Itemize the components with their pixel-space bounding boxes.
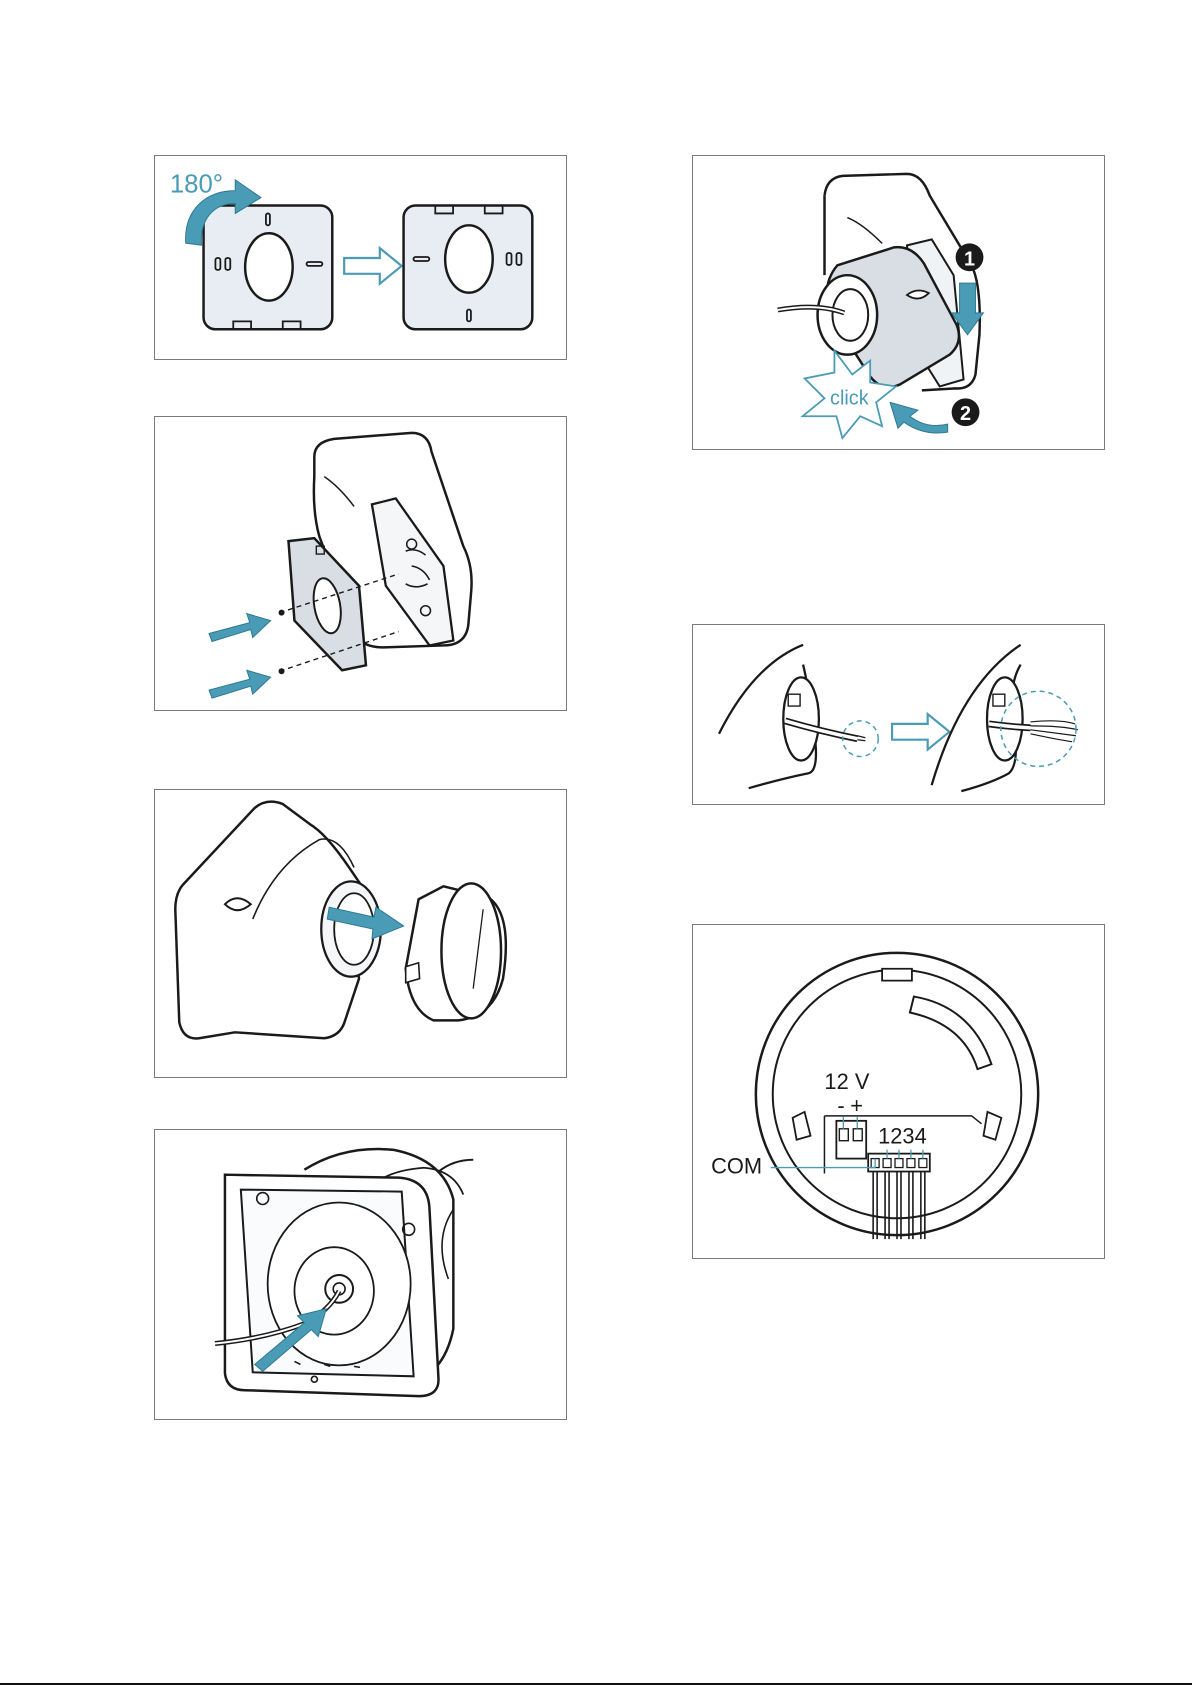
- plus-label: +: [850, 1093, 863, 1118]
- wiring-terminals-illustration: 12 V - + 1234 COM: [693, 925, 1104, 1258]
- terminal-numbers-label: 1234: [878, 1124, 927, 1149]
- step-1-label: 1: [964, 248, 975, 270]
- step-2-label: 2: [960, 403, 971, 425]
- minus-label: -: [837, 1093, 844, 1118]
- screw-arrow-icon: [209, 614, 271, 642]
- panel-insert-cable: [154, 1129, 567, 1420]
- strip-cable-illustration: [693, 625, 1104, 804]
- rotation-angle-label: 180°: [170, 171, 223, 199]
- remove-cap-illustration: [155, 790, 566, 1077]
- click-label: click: [830, 387, 869, 409]
- screw-arrow-icon: [209, 670, 271, 698]
- screw-plate-illustration: [155, 417, 566, 710]
- com-label: COM: [711, 1154, 762, 1179]
- transition-arrow-icon: [344, 248, 401, 284]
- panel-strip-cable: [692, 624, 1105, 805]
- voltage-label: 12 V: [824, 1069, 869, 1094]
- panel-rotate-mounting-plate: 180°: [154, 155, 567, 360]
- panel-remove-cap: [154, 789, 567, 1078]
- rotate-lock-arrow-icon: [890, 402, 948, 433]
- insert-cable-illustration: [155, 1130, 566, 1419]
- panel-screw-plate: [154, 416, 567, 711]
- transition-arrow-icon: [892, 714, 949, 750]
- rotate-plate-illustration: 180°: [155, 156, 566, 359]
- panel-attach-sensor: 1 2 click: [692, 155, 1105, 450]
- attach-sensor-illustration: 1 2 click: [693, 156, 1104, 449]
- panel-wiring-terminals: 12 V - + 1234 COM: [692, 924, 1105, 1259]
